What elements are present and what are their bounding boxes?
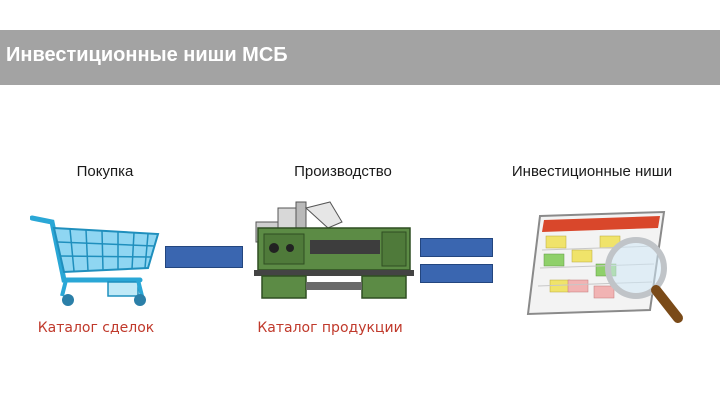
- slide-header-bar: Инвестиционные ниши МСБ: [0, 30, 720, 85]
- label-production: Производство: [294, 163, 392, 180]
- caption-product-catalog: Каталог продукции: [257, 320, 403, 336]
- magnifier-table-icon: [526, 210, 683, 323]
- slide-title: Инвестиционные ниши МСБ: [6, 44, 288, 66]
- equals-sign-bottom-bar: [420, 264, 493, 283]
- lathe-machine-icon: [254, 201, 414, 299]
- label-investment-niches: Инвестиционные ниши: [511, 163, 673, 180]
- equals-sign-top-bar: [420, 238, 493, 257]
- shopping-cart-icon: [30, 215, 160, 306]
- caption-deal-catalog: Каталог сделок: [37, 320, 155, 336]
- minus-sign: [165, 246, 243, 268]
- label-purchase: Покупка: [76, 163, 134, 180]
